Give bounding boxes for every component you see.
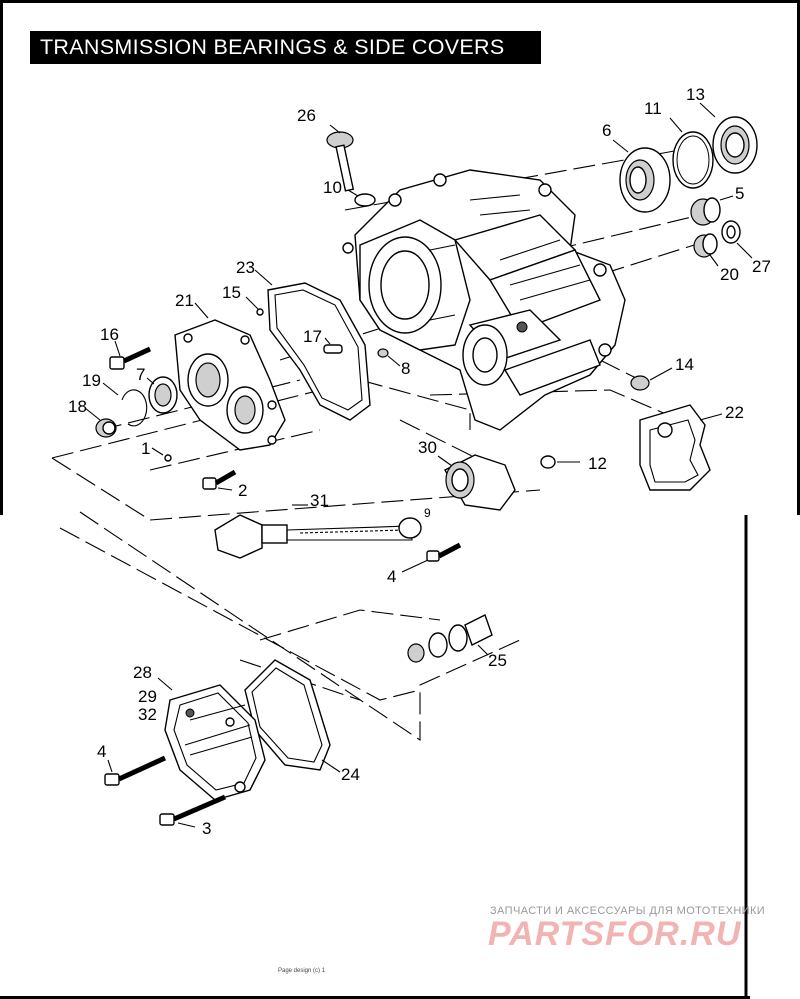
- watermark-tagline: ЗАПЧАСТИ И АКСЕССУАРЫ ДЛЯ МОТОТЕХНИКИ: [490, 905, 766, 917]
- part-21-bearing-housing: [174, 302, 286, 451]
- part-17-dowel: [323, 337, 343, 354]
- part-3-bolt: [159, 794, 226, 828]
- part-30-fitting: [437, 454, 516, 511]
- callout-10: 10: [323, 178, 342, 197]
- callout-21: 21: [175, 291, 194, 310]
- callout-13: 13: [686, 85, 705, 104]
- callout-1: 1: [141, 439, 150, 458]
- callout-5: 5: [735, 184, 744, 203]
- callout-11: 11: [644, 99, 662, 118]
- callout-22: 22: [725, 403, 744, 422]
- callout-31: 31: [310, 491, 329, 510]
- callout-7: 7: [136, 365, 145, 384]
- part-31-dipstick: [214, 504, 413, 559]
- part-27-seal: [721, 220, 753, 259]
- part-23-gasket: [254, 269, 371, 421]
- part-10-o-ring: [354, 193, 376, 207]
- part-18-seal: [84, 407, 117, 438]
- part-13-oil-seal: [699, 102, 758, 174]
- transmission-case: [342, 169, 626, 431]
- callout-4-upper: 4: [387, 567, 396, 586]
- callout-4-lower: 4: [97, 742, 106, 761]
- callout-28: 28: [133, 663, 152, 682]
- callout-labels: 26 10 11 13 6 5 27 20 23 15 21 16 17 8 1…: [68, 85, 771, 838]
- part-19-snap-ring: [102, 382, 148, 427]
- part-16-bolt: [109, 340, 152, 370]
- part-12-o-ring: [540, 455, 580, 469]
- callout-27: 27: [752, 257, 771, 276]
- part-15-pin: [256, 308, 264, 316]
- part-6-main-bearing: [612, 139, 671, 213]
- part-11-retaining-ring: [669, 117, 714, 189]
- callout-18: 18: [68, 397, 87, 416]
- callout-9: 9: [424, 506, 431, 520]
- callout-6: 6: [602, 121, 611, 140]
- callout-25: 25: [488, 651, 507, 670]
- page-footer: Page design (c) 1: [278, 968, 326, 974]
- callout-3: 3: [202, 819, 211, 838]
- page-title: TRANSMISSION BEARINGS & SIDE COVERS: [30, 31, 541, 64]
- callout-17: 17: [303, 327, 322, 346]
- watermark-brand-logo: PARTSFOR.RU: [488, 915, 742, 953]
- part-2-bolt: [202, 469, 237, 491]
- part-20-bushing: [693, 233, 719, 267]
- callout-32: 32: [138, 705, 157, 724]
- callout-15: 15: [222, 283, 241, 302]
- part-4-upper-bolt: [401, 542, 462, 573]
- callout-12: 12: [588, 454, 607, 473]
- part-8-dowel: [377, 348, 401, 367]
- part-5-needle-bearing: [690, 195, 734, 226]
- callout-29: 29: [138, 687, 157, 706]
- part-26-vent-plug: [326, 124, 355, 192]
- callout-14: 14: [675, 355, 694, 374]
- part-7-bearing: [146, 376, 178, 414]
- part-25-spring-kit: [407, 614, 493, 663]
- part-28-side-cover: [157, 677, 266, 801]
- callout-20: 20: [720, 265, 739, 284]
- callout-30: 30: [418, 438, 437, 457]
- part-9-o-ring: [398, 517, 422, 539]
- callout-23: 23: [236, 258, 255, 277]
- part-24-gasket: [244, 659, 341, 773]
- callout-19: 19: [82, 371, 101, 390]
- callout-16: 16: [100, 325, 119, 344]
- part-14-dowel-pin: [630, 367, 673, 391]
- callout-26: 26: [297, 106, 316, 125]
- part-4-lower-bolt: [104, 755, 167, 786]
- part-1-check-ball: [164, 454, 172, 462]
- part-22-gasket: [639, 404, 723, 491]
- callout-2: 2: [238, 481, 247, 500]
- callout-8: 8: [401, 359, 410, 378]
- callout-24: 24: [341, 765, 360, 784]
